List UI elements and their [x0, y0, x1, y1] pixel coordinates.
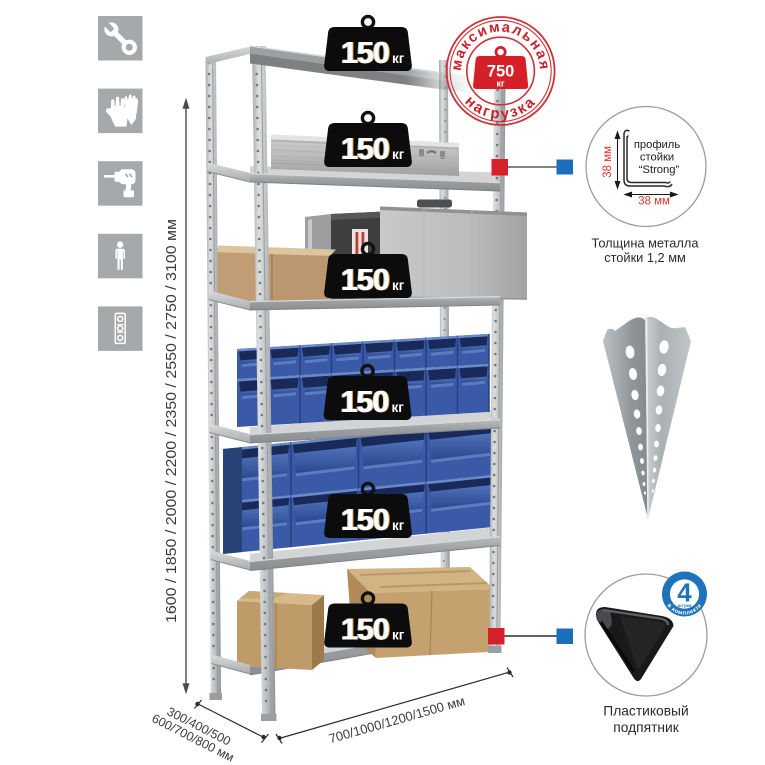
svg-text:штуки: штуки — [678, 603, 692, 608]
svg-text:кг: кг — [392, 628, 405, 643]
svg-text:4: 4 — [677, 578, 692, 608]
svg-text:150: 150 — [342, 132, 390, 166]
svg-text:150: 150 — [341, 385, 389, 419]
svg-text:Толщина металла: Толщина металла — [592, 236, 700, 251]
svg-text:150: 150 — [342, 503, 390, 537]
svg-text:150: 150 — [340, 132, 388, 166]
svg-text:150: 150 — [340, 263, 388, 297]
svg-text:1600 / 1850 / 2000 / 2200 / 23: 1600 / 1850 / 2000 / 2200 / 2350 / 2550 … — [164, 219, 180, 623]
svg-text:“Strong”: “Strong” — [639, 164, 680, 176]
svg-text:Пластиковый: Пластиковый — [603, 704, 688, 719]
svg-text:150: 150 — [341, 263, 389, 297]
svg-text:150: 150 — [341, 613, 389, 647]
svg-text:38 мм: 38 мм — [602, 146, 614, 178]
svg-text:150: 150 — [341, 36, 389, 70]
svg-text:750: 750 — [487, 63, 515, 81]
svg-text:150: 150 — [342, 36, 390, 70]
svg-text:кг: кг — [392, 147, 405, 162]
svg-text:профиль: профиль — [634, 139, 680, 151]
svg-text:150: 150 — [342, 613, 390, 647]
svg-text:150: 150 — [341, 132, 389, 166]
svg-text:стойки 1,2 мм: стойки 1,2 мм — [604, 250, 686, 265]
svg-text:150: 150 — [340, 385, 388, 419]
svg-text:150: 150 — [342, 385, 390, 419]
svg-text:кг: кг — [392, 518, 405, 533]
svg-text:150: 150 — [341, 503, 389, 537]
svg-text:150: 150 — [340, 613, 388, 647]
svg-text:150: 150 — [342, 263, 390, 297]
svg-text:кг: кг — [496, 79, 505, 89]
svg-text:150: 150 — [340, 503, 388, 537]
svg-text:кг: кг — [392, 278, 405, 293]
svg-text:38 мм: 38 мм — [638, 196, 670, 208]
svg-text:подпятник: подпятник — [613, 720, 679, 735]
svg-text:кг: кг — [392, 51, 405, 66]
svg-text:кг: кг — [392, 400, 405, 415]
svg-text:стойки: стойки — [640, 152, 674, 164]
svg-text:150: 150 — [340, 36, 388, 70]
